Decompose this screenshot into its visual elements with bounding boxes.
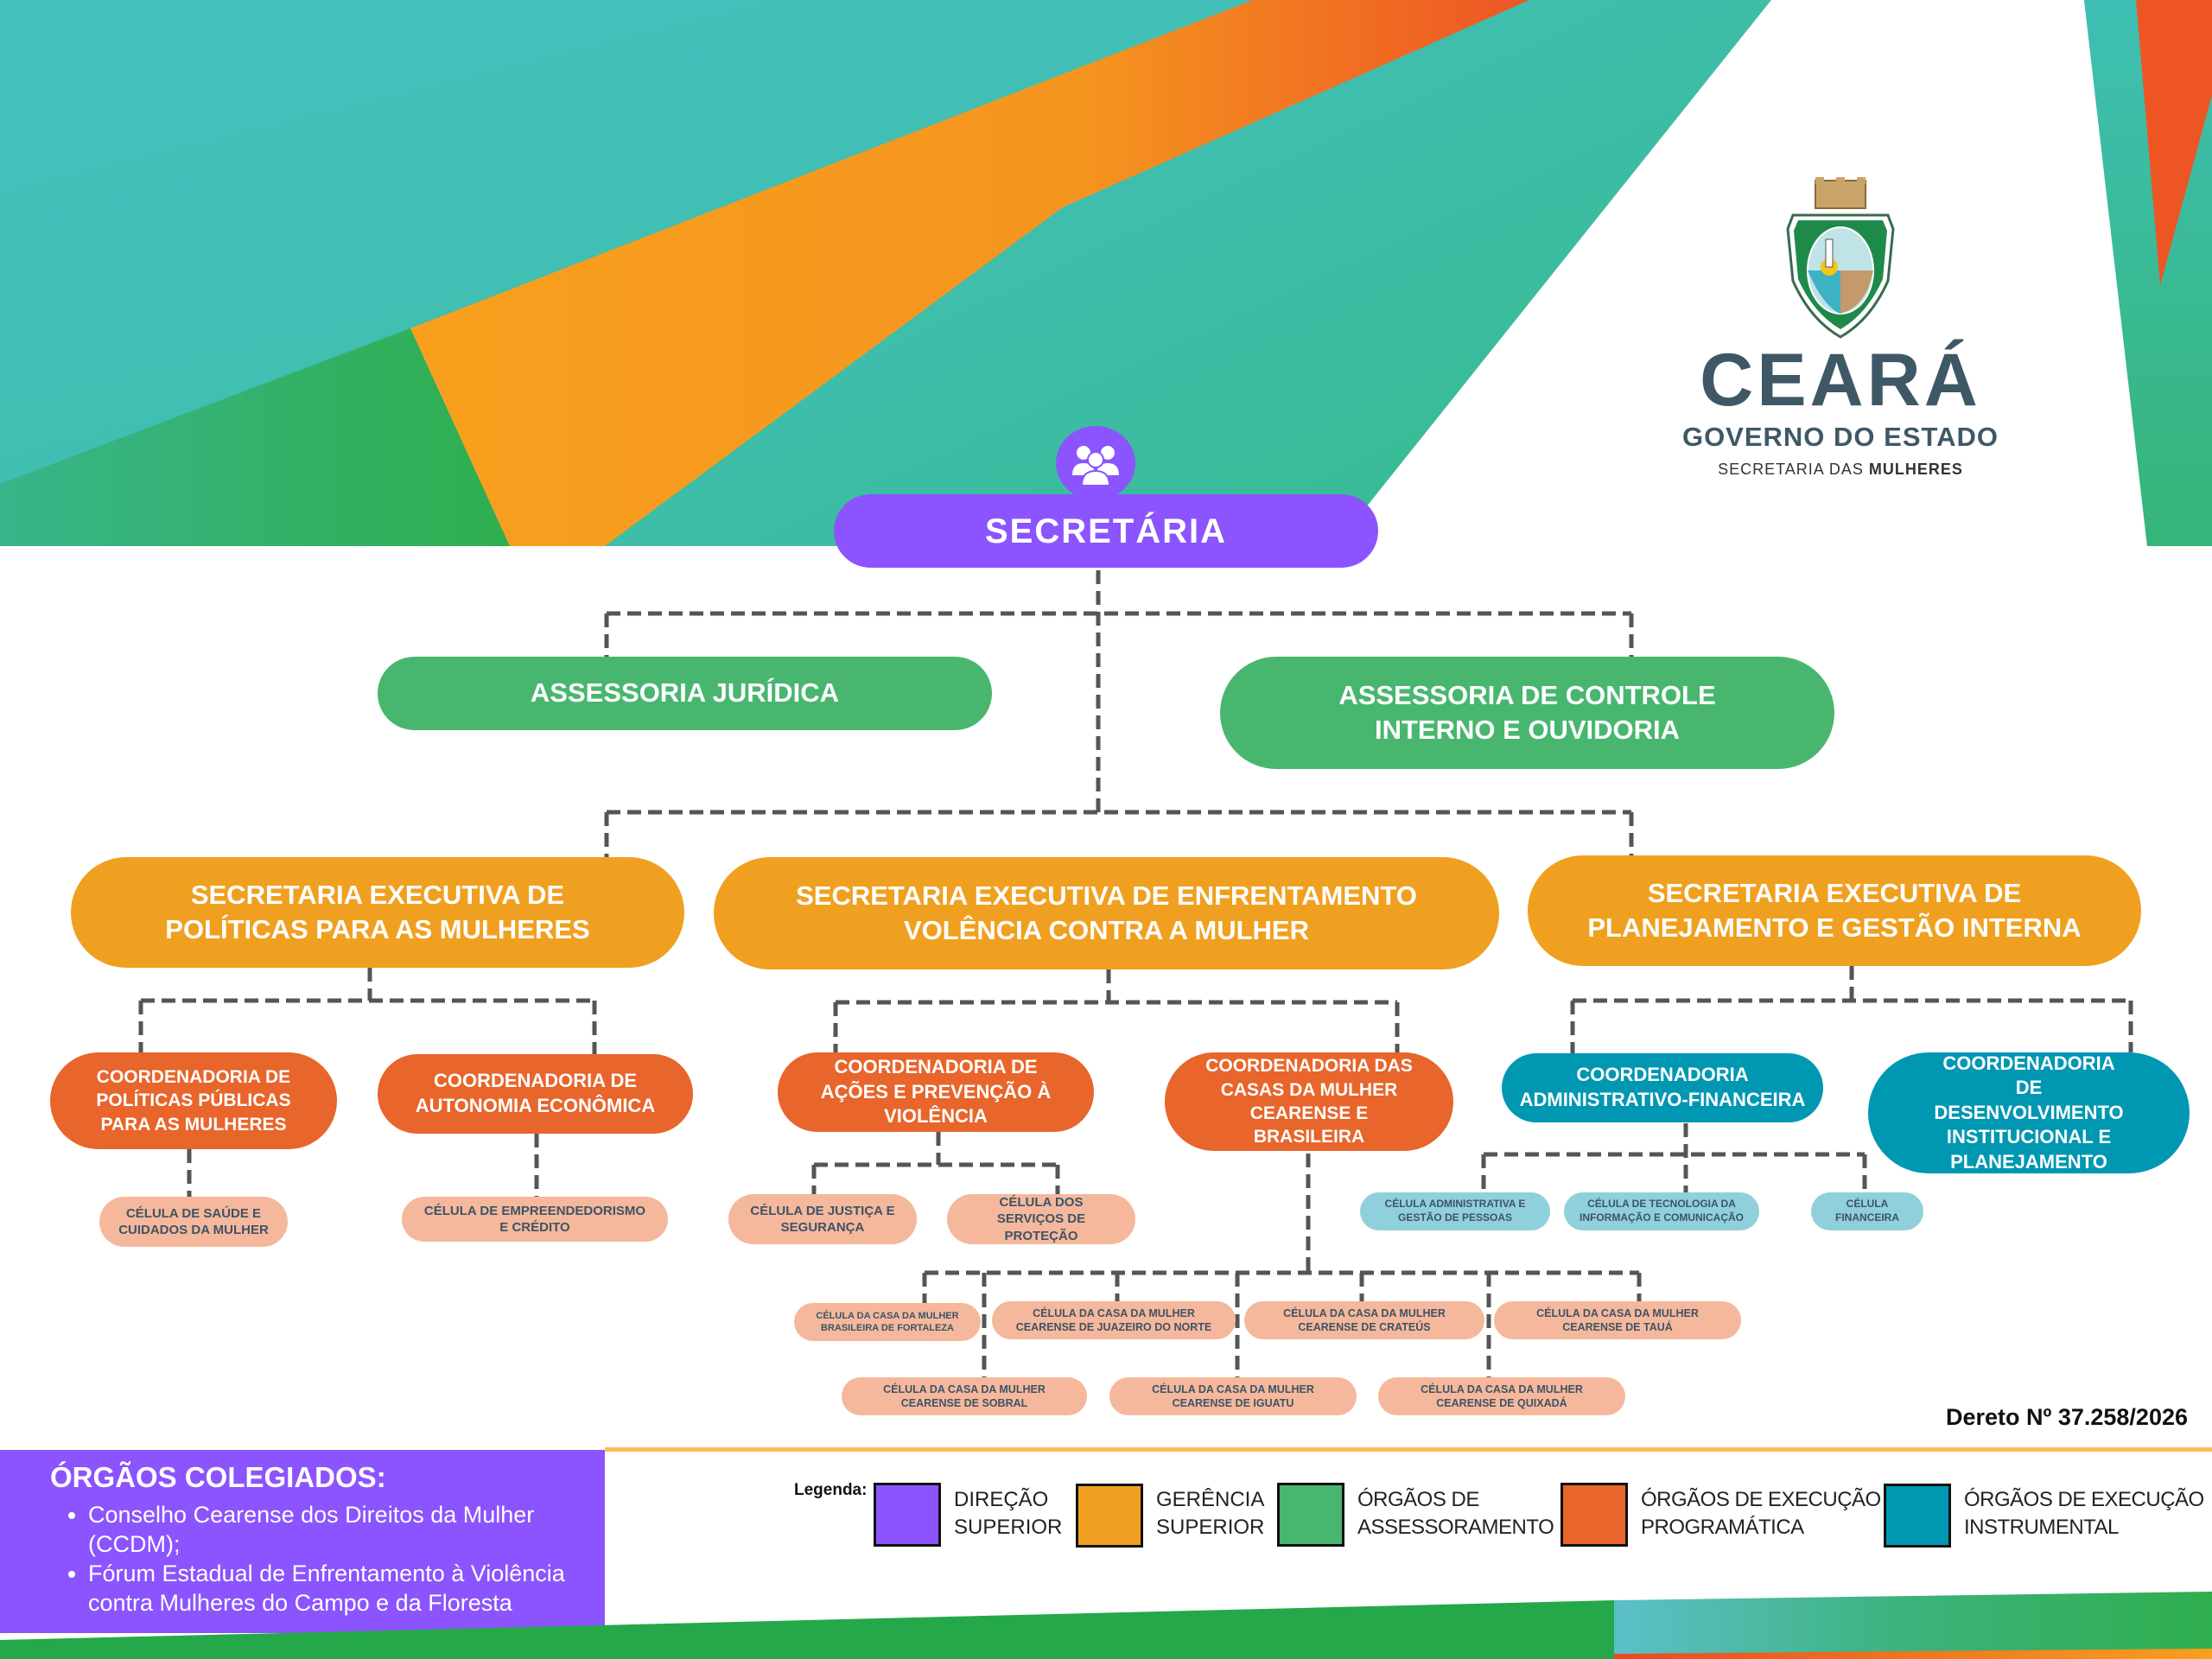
legend-line: INSTRUMENTAL — [1964, 1516, 2119, 1539]
legend-line: SUPERIOR — [1156, 1516, 1265, 1539]
node-label: SECRETARIA EXECUTIVA DE POLÍTICAS PARA A… — [165, 879, 590, 944]
node-casa-sobral[interactable]: CÉLULA DA CASA DA MULHER CEARENSE DE SOB… — [842, 1377, 1087, 1415]
node-celula-administrativa[interactable]: CÉLULA ADMINISTRATIVA E GESTÃO DE PESSOA… — [1360, 1192, 1550, 1230]
secretariat-bold: MULHERES — [1868, 461, 1963, 478]
government-label: GOVERNO DO ESTADO — [1681, 422, 1999, 452]
footer-stripe — [0, 1592, 2212, 1659]
legend-line: DIREÇÃO — [954, 1488, 1049, 1511]
people-group-icon — [1056, 426, 1135, 500]
legend-label-instrumental: ÓRGÃOS DE EXECUÇÃO INSTRUMENTAL — [1964, 1486, 2204, 1541]
node-casa-juazeiro[interactable]: CÉLULA DA CASA DA MULHER CEARENSE DE JUA… — [992, 1301, 1236, 1339]
node-label: SECRETARIA EXECUTIVA DE PLANEJAMENTO E G… — [1587, 877, 2082, 943]
node-se-planejamento[interactable]: SECRETARIA EXECUTIVA DE PLANEJAMENTO E G… — [1528, 855, 2141, 966]
legend-label-assessoramento: ÓRGÃOS DE ASSESSORAMENTO — [1357, 1486, 1554, 1541]
node-casa-taua[interactable]: CÉLULA DA CASA DA MULHER CEARENSE DE TAU… — [1494, 1301, 1741, 1339]
node-coord-desenvolvimento[interactable]: COORDENADORIA DE DESENVOLVIMENTO INSTITU… — [1868, 1052, 2190, 1173]
footer-divider — [605, 1447, 2212, 1452]
node-label: CÉLULA DE SAÚDE E CUIDADOS DA MULHER — [118, 1205, 269, 1238]
colegiados-item: Fórum Estadual de Enfrentamento à Violên… — [88, 1559, 588, 1618]
node-label: CÉLULA DA CASA DA MULHER CEARENSE DE TAU… — [1536, 1306, 1699, 1333]
node-label: COORDENADORIA DE AUTONOMIA ECONÔMICA — [415, 1070, 656, 1116]
legend-line: ASSESSORAMENTO — [1357, 1516, 1554, 1539]
node-celula-tecnologia[interactable]: CÉLULA DE TECNOLOGIA DA INFORMAÇÃO E COM… — [1564, 1192, 1759, 1230]
legend-swatch-programatica — [1560, 1483, 1628, 1547]
colegiados-item: Conselho Cearense dos Direitos da Mulher… — [88, 1500, 588, 1559]
node-label: CÉLULA DA CASA DA MULHER BRASILEIRA DE F… — [816, 1310, 959, 1333]
node-se-politicas[interactable]: SECRETARIA EXECUTIVA DE POLÍTICAS PARA A… — [71, 857, 684, 968]
node-casa-crateus[interactable]: CÉLULA DA CASA DA MULHER CEARENSE DE CRA… — [1244, 1301, 1484, 1339]
node-celula-financeira[interactable]: CÉLULA FINANCEIRA — [1811, 1192, 1923, 1230]
node-casa-quixada[interactable]: CÉLULA DA CASA DA MULHER CEARENSE DE QUI… — [1378, 1377, 1625, 1415]
ceara-logo: CEARÁ GOVERNO DO ESTADO SECRETARIA DAS M… — [1668, 177, 2013, 480]
legend-swatch-direcao — [874, 1483, 941, 1547]
node-label: CÉLULA DA CASA DA MULHER CEARENSE DE JUA… — [1015, 1306, 1212, 1333]
node-label: CÉLULA ADMINISTRATIVA E GESTÃO DE PESSOA… — [1384, 1198, 1526, 1224]
ceara-coat-of-arms-icon — [1786, 177, 1895, 339]
node-label: SECRETARIA EXECUTIVA DE ENFRENTAMENTO VO… — [796, 880, 1417, 945]
node-label: CÉLULA DA CASA DA MULHER CEARENSE DE SOB… — [883, 1382, 1046, 1409]
node-label: COORDENADORIA DE DESENVOLVIMENTO INSTITU… — [1934, 1052, 2124, 1173]
node-coord-autonomia[interactable]: COORDENADORIA DE AUTONOMIA ECONÔMICA — [378, 1054, 693, 1134]
node-label: CÉLULA FINANCEIRA — [1835, 1198, 1899, 1224]
node-casa-iguatu[interactable]: CÉLULA DA CASA DA MULHER CEARENSE DE IGU… — [1109, 1377, 1357, 1415]
legend-title: Legenda: — [794, 1481, 868, 1499]
colegiados-list: Conselho Cearense dos Direitos da Mulher… — [50, 1500, 588, 1618]
node-label: COORDENADORIA DE AÇÕES E PREVENÇÃO À VIO… — [820, 1056, 1052, 1128]
node-coord-adm-financeira[interactable]: COORDENADORIA ADMINISTRATIVO-FINANCEIRA — [1502, 1053, 1823, 1122]
node-label: COORDENADORIA ADMINISTRATIVO-FINANCEIRA — [1519, 1064, 1806, 1110]
legend-line: ÓRGÃOS DE EXECUÇÃO — [1641, 1488, 1881, 1511]
node-label: CÉLULA DA CASA DA MULHER CEARENSE DE IGU… — [1152, 1382, 1314, 1409]
legend-swatch-gerencia — [1076, 1484, 1143, 1548]
legend-line: GERÊNCIA — [1156, 1488, 1265, 1511]
node-label: CÉLULA DE TECNOLOGIA DA INFORMAÇÃO E COM… — [1580, 1198, 1744, 1224]
node-label: CÉLULA DA CASA DA MULHER CEARENSE DE CRA… — [1283, 1306, 1446, 1333]
node-label: ASSESSORIA DE CONTROLE INTERNO E OUVIDOR… — [1338, 679, 1716, 745]
legend-line: PROGRAMÁTICA — [1641, 1516, 1804, 1539]
colegiados-title: ÓRGÃOS COLEGIADOS: — [50, 1461, 386, 1493]
legend-label-gerencia: GERÊNCIA SUPERIOR — [1156, 1486, 1268, 1541]
legend-swatch-assessoramento — [1277, 1483, 1344, 1547]
state-name: CEARÁ — [1700, 339, 1981, 422]
node-celula-justica[interactable]: CÉLULA DE JUSTIÇA E SEGURANÇA — [728, 1194, 917, 1244]
node-label: SECRETÁRIA — [984, 512, 1228, 550]
legend-label-direcao: DIREÇÃO SUPERIOR — [954, 1486, 1066, 1541]
legend-line: SUPERIOR — [954, 1516, 1063, 1539]
node-casa-fortaleza[interactable]: CÉLULA DA CASA DA MULHER BRASILEIRA DE F… — [794, 1303, 981, 1341]
node-se-enfrentamento[interactable]: SECRETARIA EXECUTIVA DE ENFRENTAMENTO VO… — [714, 857, 1499, 969]
legend: Legenda: DIREÇÃO SUPERIOR GERÊNCIA SUPER… — [605, 1452, 2212, 1590]
node-assessoria-controle[interactable]: ASSESSORIA DE CONTROLE INTERNO E OUVIDOR… — [1220, 657, 1834, 769]
node-coord-casas[interactable]: COORDENADORIA DAS CASAS DA MULHER CEAREN… — [1165, 1052, 1453, 1151]
node-label: CÉLULA DE JUSTIÇA E SEGURANÇA — [750, 1203, 895, 1236]
node-label: CÉLULA DE EMPREENDEDORISMO E CRÉDITO — [423, 1203, 646, 1236]
node-label: ASSESSORIA JURÍDICA — [530, 677, 840, 709]
secretariat-label: SECRETARIA DAS MULHERES — [1668, 459, 2013, 480]
node-label: COORDENADORIA DE POLÍTICAS PÚBLICAS PARA… — [96, 1067, 291, 1135]
node-label: CÉLULA DA CASA DA MULHER CEARENSE DE QUI… — [1421, 1382, 1583, 1409]
legend-label-programatica: ÓRGÃOS DE EXECUÇÃO PROGRAMÁTICA — [1641, 1486, 1881, 1541]
node-celula-servicos[interactable]: CÉLULA DOS SERVIÇOS DE PROTEÇÃO — [947, 1194, 1135, 1244]
legend-swatch-instrumental — [1884, 1484, 1951, 1548]
node-celula-saude[interactable]: CÉLULA DE SAÚDE E CUIDADOS DA MULHER — [99, 1197, 288, 1247]
legend-line: ÓRGÃOS DE — [1357, 1488, 1479, 1511]
colegiados-panel: ÓRGÃOS COLEGIADOS: Conselho Cearense dos… — [0, 1450, 605, 1633]
decree-label: Dereto Nº 37.258/2026 — [1945, 1404, 2188, 1430]
node-celula-empreendedorismo[interactable]: CÉLULA DE EMPREENDEDORISMO E CRÉDITO — [402, 1197, 668, 1242]
legend-line: ÓRGÃOS DE EXECUÇÃO — [1964, 1488, 2204, 1511]
node-coord-acoes-prevencao[interactable]: COORDENADORIA DE AÇÕES E PREVENÇÃO À VIO… — [778, 1052, 1094, 1132]
node-label: COORDENADORIA DAS CASAS DA MULHER CEAREN… — [1205, 1056, 1413, 1147]
node-coord-politicas-publicas[interactable]: COORDENADORIA DE POLÍTICAS PÚBLICAS PARA… — [50, 1052, 337, 1149]
node-label: CÉLULA DOS SERVIÇOS DE PROTEÇÃO — [996, 1194, 1086, 1243]
node-assessoria-juridica[interactable]: ASSESSORIA JURÍDICA — [378, 657, 992, 730]
node-secretaria[interactable]: SECRETÁRIA — [834, 494, 1378, 568]
secretariat-prefix: SECRETARIA DAS — [1718, 461, 1864, 478]
